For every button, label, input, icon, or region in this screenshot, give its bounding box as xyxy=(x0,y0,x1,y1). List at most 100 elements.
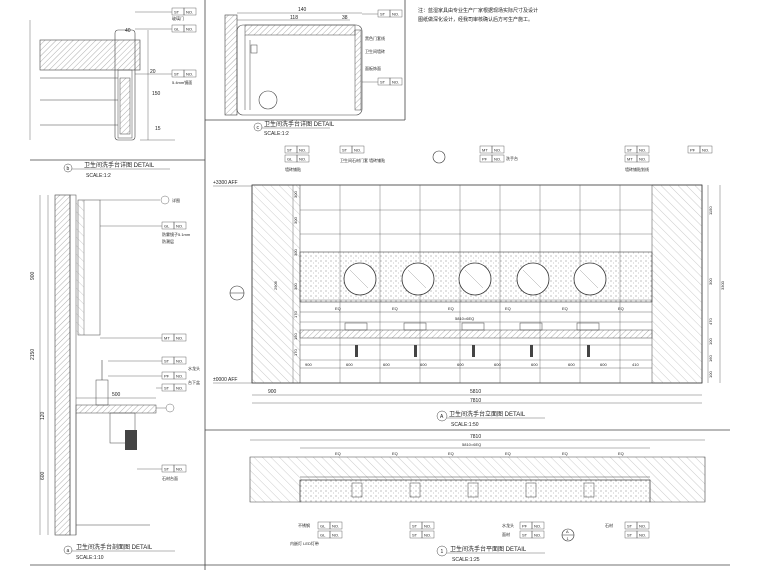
elev-overall-dim: 7810 xyxy=(470,398,481,404)
detail-a-tag-4-b: NO. xyxy=(176,374,183,379)
detail-c-label-2: 卫生间墙砖 xyxy=(365,48,385,54)
detail-c-tag-2-b: NO. xyxy=(392,80,399,85)
elev-label-3: 洗手台 xyxy=(506,155,518,161)
basins xyxy=(344,322,600,331)
plan-label-5: 石材 xyxy=(605,522,613,528)
elev-eq-5: EQ xyxy=(562,306,568,311)
level-top: +3300 AFF xyxy=(213,180,238,186)
elev-right-dim-1: 1150 xyxy=(708,206,713,215)
elev-label-1: 墙砖铺贴 xyxy=(285,166,301,172)
detail-a-tag-5-b: NO. xyxy=(176,386,183,391)
elev-tag-8-b: NO. xyxy=(702,148,709,153)
elev-dim-900: 900 xyxy=(268,389,277,395)
detail-a-tag-1-a: GL xyxy=(164,224,170,229)
elev-bdim-4: 600 xyxy=(420,362,427,367)
plan-eq-2: EQ xyxy=(392,451,398,456)
elev-left-dim-3: 2906 xyxy=(273,280,278,290)
detail-b-number: b xyxy=(67,166,70,172)
elev-tag-3-b: NO. xyxy=(354,148,361,153)
detail-a-dim-900: 900 xyxy=(30,271,36,280)
plan-tag-8-b: NO. xyxy=(639,533,646,538)
detail-b-scale: SCALE:1:2 xyxy=(86,173,111,179)
plan-eq-6: EQ xyxy=(618,451,624,456)
detail-a-dim-2150: 2150 xyxy=(30,349,36,360)
note-line-2: 图纸做深化设计，经我司审核确认后方可生产施工。 xyxy=(418,16,533,23)
elev-bdim-7: 600 xyxy=(531,362,538,367)
elevation-tags: ST NO. GL NO. 墙砖铺贴 ST NO. 卫生间石材门套 墙砖铺贴 M… xyxy=(284,145,713,172)
elev-tag-7-a: MT xyxy=(627,157,633,162)
plan-label-4: 面材 xyxy=(502,531,510,537)
plan-eq-1: EQ xyxy=(335,451,341,456)
plan-label-3: 水龙头 xyxy=(502,522,514,528)
elev-tag-4-b: NO. xyxy=(494,148,501,153)
detail-a-label-5: 台下盆 xyxy=(188,379,200,385)
detail-c-title: 卫生间洗手台详图 DETAIL xyxy=(264,120,335,128)
elev-tag-1-a: ST xyxy=(287,148,293,153)
detail-a-number: a xyxy=(67,548,70,554)
elev-left-dim-1: 300 xyxy=(293,191,298,198)
elevation-number: A xyxy=(440,414,444,420)
plan-eq-5: EQ xyxy=(562,451,568,456)
plan-tag-1-a: GL xyxy=(320,524,326,529)
detail-a-tag-1-b: NO. xyxy=(176,224,183,229)
plan-tag-2-a: GL xyxy=(320,533,326,538)
plan-tag-4-a: ST xyxy=(412,533,418,538)
detail-a-label-6: 石材台面 xyxy=(162,475,178,481)
elev-tag-6-b: NO. xyxy=(639,148,646,153)
detail-b-tag-3-a: ST xyxy=(174,72,180,77)
general-note: 注：蓝湿家具由专业生产厂家根据现场实际尺寸及设计 图纸做深化设计，经我司审核确认… xyxy=(418,7,538,23)
detail-a-tag-2-a: MT xyxy=(164,336,170,341)
elevation-scale: SCALE:1:50 xyxy=(451,422,479,428)
round-mirrors xyxy=(343,262,607,296)
plan-tag-6-a: ST xyxy=(522,533,528,538)
elev-left-dim-7: 150 xyxy=(293,333,298,340)
elev-eq-2: EQ xyxy=(392,306,398,311)
elev-tag-1-b: NO. xyxy=(299,148,306,153)
detail-c-tag-1-b: NO. xyxy=(392,12,399,17)
plan-label-1: 不锈钢 xyxy=(298,522,310,528)
elev-right-dim-7: 100 xyxy=(708,371,713,378)
detail-a-dim-120: 120 xyxy=(40,411,46,420)
elev-label-2: 卫生间石材门套 墙砖铺贴 xyxy=(340,157,385,163)
elevation-title: 卫生间洗手台立面图 DETAIL xyxy=(449,410,526,418)
plan-title: 卫生间洗手台平面图 DETAIL xyxy=(450,545,527,553)
detail-b-tag-2-a: GL xyxy=(174,27,180,32)
detail-b-tag-2-b: NO. xyxy=(186,27,193,32)
detail-a-tag-6-b: NO. xyxy=(176,467,183,472)
detail-b-tag-3-b: NO. xyxy=(186,72,193,77)
elev-left-dim-4: 300 xyxy=(293,249,298,256)
elev-right-dim-5: 100 xyxy=(708,338,713,345)
detail-b: 40 20 150 15 ST NO. GL NO. ST NO. 玻璃门 5.… xyxy=(29,7,197,179)
elev-right-dim-6: 160 xyxy=(708,355,713,362)
plan-tag-2-b: NO. xyxy=(332,533,339,538)
plan-tag-3-a: ST xyxy=(412,524,418,529)
elev-left-dim-5: 300 xyxy=(293,283,298,290)
detail-a: 900 2150 120 600 500 详图 GL NO. 防雾镜子5.1mm… xyxy=(30,194,200,561)
detail-a-label-4: 水龙头 xyxy=(188,365,200,371)
detail-c: 140 118 38 ST NO. ST NO. 黑色门套线 卫生间墙砖 面板饰… xyxy=(224,7,403,137)
elev-eq-4: EQ xyxy=(505,306,511,311)
detail-b-dim-150: 150 xyxy=(152,91,161,97)
detail-b-title: 卫生间洗手台详图 DETAIL xyxy=(84,161,155,169)
elev-right-dim-4: 470 xyxy=(708,318,713,325)
section-marker-b: 1 xyxy=(567,536,570,541)
elev-eq-3: EQ xyxy=(448,306,454,311)
detail-c-label-1: 黑色门套线 xyxy=(365,35,385,41)
plan-tag-6-b: NO. xyxy=(534,533,541,538)
detail-c-number: c xyxy=(257,125,260,131)
note-line-1: 注：蓝湿家具由专业生产厂家根据现场实际尺寸及设计 xyxy=(418,7,538,14)
detail-b-label-1: 玻璃门 xyxy=(172,15,184,21)
plan-tag-7-b: NO. xyxy=(639,524,646,529)
detail-c-dim-140: 140 xyxy=(298,7,307,13)
detail-b-dim-20: 20 xyxy=(150,69,156,75)
plan-label-2: 内嵌灯 LED灯带 xyxy=(290,540,319,546)
detail-a-title: 卫生间洗手台剖面图 DETAIL xyxy=(76,543,153,551)
detail-a-label-3: 防潮层 xyxy=(162,238,174,244)
plan-tag-4-b: NO. xyxy=(424,533,431,538)
plan-tag-5-b: NO. xyxy=(534,524,541,529)
elev-bdim-3: 600 xyxy=(383,362,390,367)
detail-c-scale: SCALE:1:2 xyxy=(264,131,289,137)
plan-eq-4: EQ xyxy=(505,451,511,456)
elev-right-dim-2: 300 xyxy=(708,278,713,285)
